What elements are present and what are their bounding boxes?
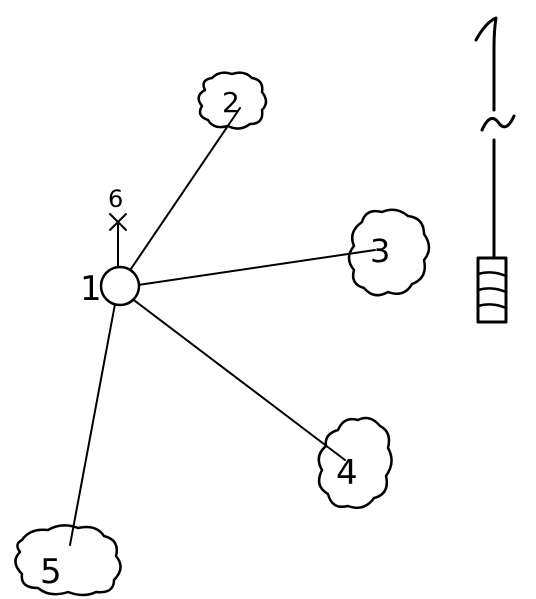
node-label-4: 4 xyxy=(336,453,358,493)
edge-1-2 xyxy=(117,107,241,289)
edge-1-3 xyxy=(117,249,376,289)
node-label-5: 5 xyxy=(40,552,62,592)
hub-label: 1 xyxy=(80,269,102,309)
marker-label-6: 6 xyxy=(108,185,123,213)
node-label-3: 3 xyxy=(370,232,390,270)
node-blob-5 xyxy=(14,524,122,597)
node-label-2: 2 xyxy=(222,86,240,119)
edge-1-5 xyxy=(69,287,119,546)
hub-node xyxy=(99,265,141,307)
pole-glyph xyxy=(474,16,516,324)
edge-1-4 xyxy=(117,287,346,461)
node-blob-3 xyxy=(347,208,431,297)
cross-marker-6 xyxy=(109,213,127,231)
node-blob-2 xyxy=(197,71,268,130)
node-blob-4 xyxy=(317,416,393,509)
